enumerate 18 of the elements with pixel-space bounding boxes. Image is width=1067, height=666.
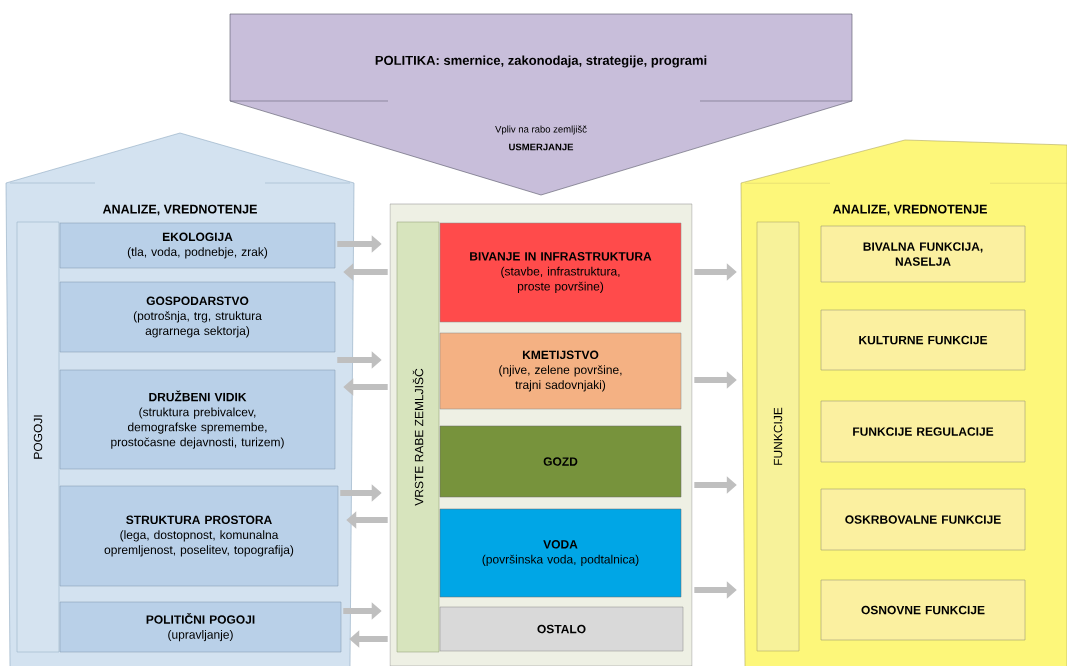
land-use-box: OSTALO [439, 606, 684, 652]
land-use-box: BIVANJE IN INFRASTRUKTURA (stavbe, infrastruktura, proste površine) [439, 222, 682, 323]
function-box: FUNKCIJE REGULACIJE [820, 400, 1026, 463]
vertical-bar: POGOJI [16, 221, 60, 653]
land-use-box: KMETIJSTVO (njive, zelene površine, trajni sadovnjaki) [439, 332, 682, 410]
function-box: KULTURNE FUNKCIJE [820, 309, 1026, 371]
condition-box: STRUKTURA PROSTORA (lega, dostopnost, komunalna opremljenost, poselitev, topografija) [59, 485, 339, 587]
function-box: OSNOVNE FUNKCIJE [820, 579, 1026, 641]
condition-box: GOSPODARSTVO (potrošnja, trg, struktura agrarnega sektorja) [59, 281, 336, 353]
condition-box: EKOLOGIJA (tla, voda, podnebje, zrak) [59, 222, 336, 269]
vertical-bar: VRSTE RABE ZEMLJIŠČ [396, 221, 440, 653]
land-use-box: VODA (površinska voda, podtalnica) [439, 508, 682, 598]
function-box: BIVALNA FUNKCIJA, NASELJA [820, 225, 1026, 283]
condition-box: POLITIČNI POGOJI (upravljanje) [59, 601, 342, 653]
function-box: OSKRBOVALNE FUNKCIJE [820, 488, 1026, 551]
condition-box: DRUŽBENI VIDIK (struktura prebivalcev, demografske spremembe, prostočasne dejavnosti, turizem) [59, 369, 336, 470]
vertical-bar: FUNKCIJE [756, 221, 800, 652]
land-use-box: GOZD [439, 425, 682, 498]
